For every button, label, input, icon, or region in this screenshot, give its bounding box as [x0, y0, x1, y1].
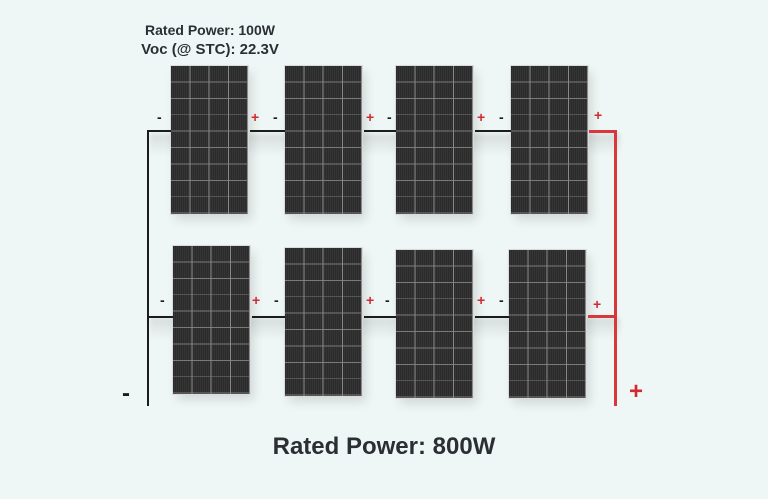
wire-series-bottom-3 [475, 316, 509, 318]
terminal-neg-r2p1: - [160, 292, 165, 308]
positive-bus-wire [614, 130, 617, 406]
solar-panel-row1-1 [171, 66, 248, 214]
wire-shadow-bottom [150, 318, 620, 340]
terminal-neg-r1p1: - [157, 109, 162, 125]
solar-panel-row1-3 [396, 66, 473, 214]
terminal-pos-r2p2: + [366, 292, 375, 308]
terminal-pos-r2p4: + [593, 296, 602, 312]
panel-voc: Voc (@ STC): 22.3V [141, 41, 279, 58]
panel-rated-power: Rated Power: 100W [145, 22, 275, 38]
terminal-neg-r1p3: - [387, 109, 392, 125]
solar-panel-row1-4 [511, 66, 588, 214]
terminal-neg-r1p2: - [273, 109, 278, 125]
wire-pos-bottom-lead [588, 315, 617, 318]
terminal-pos-r1p1: + [251, 109, 260, 125]
wire-neg-bottom-lead [147, 316, 173, 318]
wire-shadow-top [150, 134, 620, 156]
wire-series-bottom-2 [364, 316, 396, 318]
wire-series-top-3 [475, 130, 511, 132]
terminal-pos-r1p3: + [477, 109, 486, 125]
solar-panel-row2-3 [396, 250, 473, 398]
terminal-pos-r2p3: + [477, 292, 486, 308]
terminal-neg-r2p4: - [499, 292, 504, 308]
terminal-pos-r1p4: + [594, 107, 603, 123]
total-rated-power: Rated Power: 800W [272, 433, 496, 460]
solar-panel-row2-4 [509, 250, 586, 398]
terminal-pos-r2p1: + [252, 292, 261, 308]
array-negative-terminal: - [122, 380, 130, 407]
terminal-pos-r1p2: + [366, 109, 375, 125]
terminal-neg-r1p4: - [499, 109, 504, 125]
wire-neg-top-lead [147, 130, 171, 132]
solar-panel-row2-2 [285, 248, 362, 396]
wire-series-bottom-1 [252, 316, 285, 318]
solar-panel-row1-2 [285, 66, 362, 214]
negative-bus-wire [147, 130, 149, 406]
wire-series-top-1 [250, 130, 285, 132]
wire-series-top-2 [364, 130, 396, 132]
panel-spec-label: Rated Power: 100W Voc (@ STC): 22.3V [115, 20, 305, 60]
wire-pos-top-lead [589, 130, 617, 133]
solar-panel-row2-1 [173, 246, 250, 394]
array-positive-terminal: + [629, 378, 644, 405]
terminal-neg-r2p2: - [274, 292, 279, 308]
terminal-neg-r2p3: - [385, 292, 390, 308]
